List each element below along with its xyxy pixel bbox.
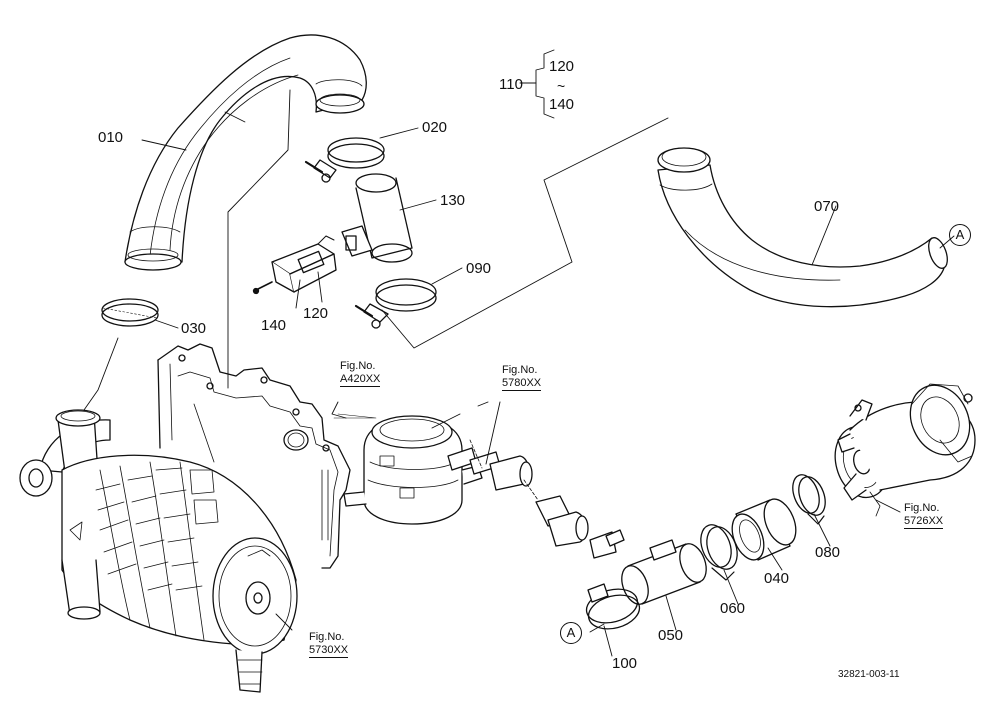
clamp-090	[354, 278, 437, 329]
clamp-030	[101, 298, 159, 327]
fig-ref-number: 5726XX	[904, 515, 944, 529]
part-label-050: 050	[658, 627, 684, 644]
clamp-100	[585, 583, 641, 630]
sensor-120	[252, 235, 337, 295]
part-label-020: 020	[422, 119, 448, 136]
fig-ref-5730xx: Fig.No. 5730XX	[309, 631, 349, 658]
part-label-140-range-end: 140	[549, 96, 575, 113]
fig-ref-label: Fig.No.	[309, 631, 345, 643]
fig-ref-5780xx: Fig.No. 5780XX	[502, 364, 542, 391]
pre-cleaner	[343, 415, 483, 525]
connector-marker-a-lower: A	[560, 622, 582, 644]
hose-070	[657, 147, 948, 308]
fig-ref-label: Fig.No.	[904, 502, 940, 514]
part-label-120: 120	[303, 305, 329, 322]
leader-lines	[83, 49, 955, 657]
mounting-bracket	[157, 343, 351, 569]
fig-ref-number: 5730XX	[309, 644, 349, 658]
clamp-080	[792, 474, 826, 525]
part-label-010: 010	[98, 129, 124, 146]
part-label-070: 070	[814, 198, 840, 215]
drawing-code: 32821-003-11	[838, 669, 900, 680]
tube-130	[341, 173, 413, 263]
part-label-100: 100	[612, 655, 638, 672]
hose-010	[124, 34, 367, 271]
part-label-080: 080	[815, 544, 841, 561]
connector-marker-a-upper: A	[949, 224, 971, 246]
part-label-090: 090	[466, 260, 492, 277]
part-label-060: 060	[720, 600, 746, 617]
part-label-130: 130	[440, 192, 466, 209]
fittings-chain	[447, 439, 625, 559]
fig-ref-number: A420XX	[340, 373, 381, 387]
clamp-020	[304, 137, 385, 183]
part-label-030: 030	[181, 320, 207, 337]
fig-ref-number: 5780XX	[502, 377, 542, 391]
turbocharger	[834, 383, 976, 517]
part-label-120-range-start: 120	[549, 58, 575, 75]
fig-ref-label: Fig.No.	[502, 364, 538, 376]
tube-050	[621, 539, 707, 605]
part-label-140: 140	[261, 317, 287, 334]
hose-040	[731, 498, 797, 561]
fig-ref-a420xx: Fig.No. A420XX	[340, 360, 381, 387]
fig-ref-5726xx: Fig.No. 5726XX	[904, 502, 944, 529]
part-label-040: 040	[764, 570, 790, 587]
part-label-110: 110	[499, 76, 523, 93]
fig-ref-label: Fig.No.	[340, 360, 376, 372]
air-cleaner-assembly	[19, 409, 298, 693]
range-tilde: ~	[557, 78, 566, 94]
